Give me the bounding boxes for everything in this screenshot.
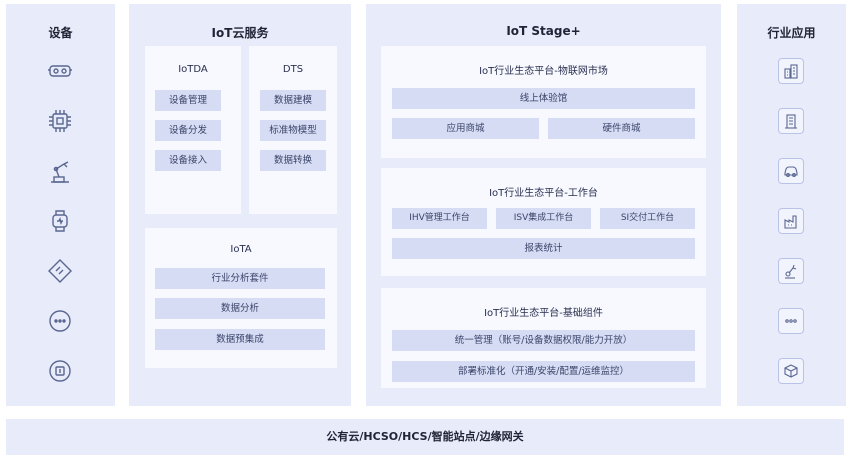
market-item: 应用商城 — [392, 118, 539, 139]
components-title: IoT行业生态平台-基础组件 — [484, 308, 603, 319]
iotda-card: IoTDA 设备管理 设备分发 设备接入 — [145, 46, 241, 214]
industry-title: 行业应用 — [767, 26, 816, 40]
sensor-tag-icon — [47, 258, 73, 284]
iot-stage-column: IoT Stage+ IoT行业生态平台-物联网市场 线上体验馆 应用商城 硬件… — [366, 4, 721, 406]
components-item: 部署标准化（开通/安装/配置/运维监控） — [392, 361, 695, 382]
car-icon — [778, 158, 804, 184]
robot-arm-icon — [47, 158, 73, 184]
iot-cloud-column: IoT云服务 IoTDA 设备管理 设备分发 设备接入 DTS 数据建模 标准物… — [129, 4, 351, 406]
more-icon — [47, 308, 73, 334]
workbench-item: IHV管理工作台 — [392, 208, 487, 229]
factory-icon — [778, 208, 804, 234]
iota-item: 数据预集成 — [155, 329, 325, 350]
industry-column: 行业应用 — [737, 4, 846, 406]
devices-column: 设备 — [6, 4, 115, 406]
workbench-card: IoT行业生态平台-工作台 IHV管理工作台 ISV集成工作台 SI交付工作台 … — [381, 168, 706, 276]
dts-title: DTS — [282, 64, 304, 75]
iota-item: 行业分析套件 — [155, 268, 325, 289]
iota-item: 数据分析 — [155, 298, 325, 319]
iotda-title: IoTDA — [178, 64, 208, 75]
components-item: 统一管理（账号/设备数据权限/能力开放） — [392, 330, 695, 351]
dts-item: 标准物模型 — [260, 120, 326, 141]
infrastructure-bar: 公有云/HCSO/HCS/智能站点/边缘网关 — [6, 419, 844, 455]
devices-title: 设备 — [48, 26, 73, 40]
iotda-item: 设备分发 — [155, 120, 221, 141]
chip-icon — [47, 108, 73, 134]
iot-cloud-title: IoT云服务 — [211, 26, 269, 40]
iota-card: IoTA 行业分析套件 数据分析 数据预集成 — [145, 228, 337, 368]
dts-card: DTS 数据建模 标准物模型 数据转换 — [249, 46, 337, 214]
market-wide-item: 线上体验馆 — [392, 88, 695, 109]
dts-item: 数据建模 — [260, 90, 326, 111]
city-icon — [778, 58, 804, 84]
dts-item: 数据转换 — [260, 150, 326, 171]
building-icon — [778, 108, 804, 134]
iota-title: IoTA — [230, 244, 252, 255]
iotda-item: 设备管理 — [155, 90, 221, 111]
smartwatch-icon — [47, 208, 73, 234]
workbench-wide-item: 报表统计 — [392, 238, 695, 259]
more-icon — [778, 308, 804, 334]
iotda-item: 设备接入 — [155, 150, 221, 171]
workbench-item: ISV集成工作台 — [496, 208, 591, 229]
workbench-item: SI交付工作台 — [600, 208, 695, 229]
iot-stage-title: IoT Stage+ — [506, 24, 581, 38]
market-item: 硬件商城 — [548, 118, 695, 139]
smart-lock-icon — [47, 358, 73, 384]
market-title: IoT行业生态平台-物联网市场 — [479, 66, 608, 77]
workbench-title: IoT行业生态平台-工作台 — [489, 188, 598, 199]
components-card: IoT行业生态平台-基础组件 统一管理（账号/设备数据权限/能力开放） 部署标准… — [381, 288, 706, 388]
cube-icon — [778, 358, 804, 384]
robot-arm-icon — [778, 258, 804, 284]
vr-headset-icon — [47, 58, 73, 84]
market-card: IoT行业生态平台-物联网市场 线上体验馆 应用商城 硬件商城 — [381, 46, 706, 158]
